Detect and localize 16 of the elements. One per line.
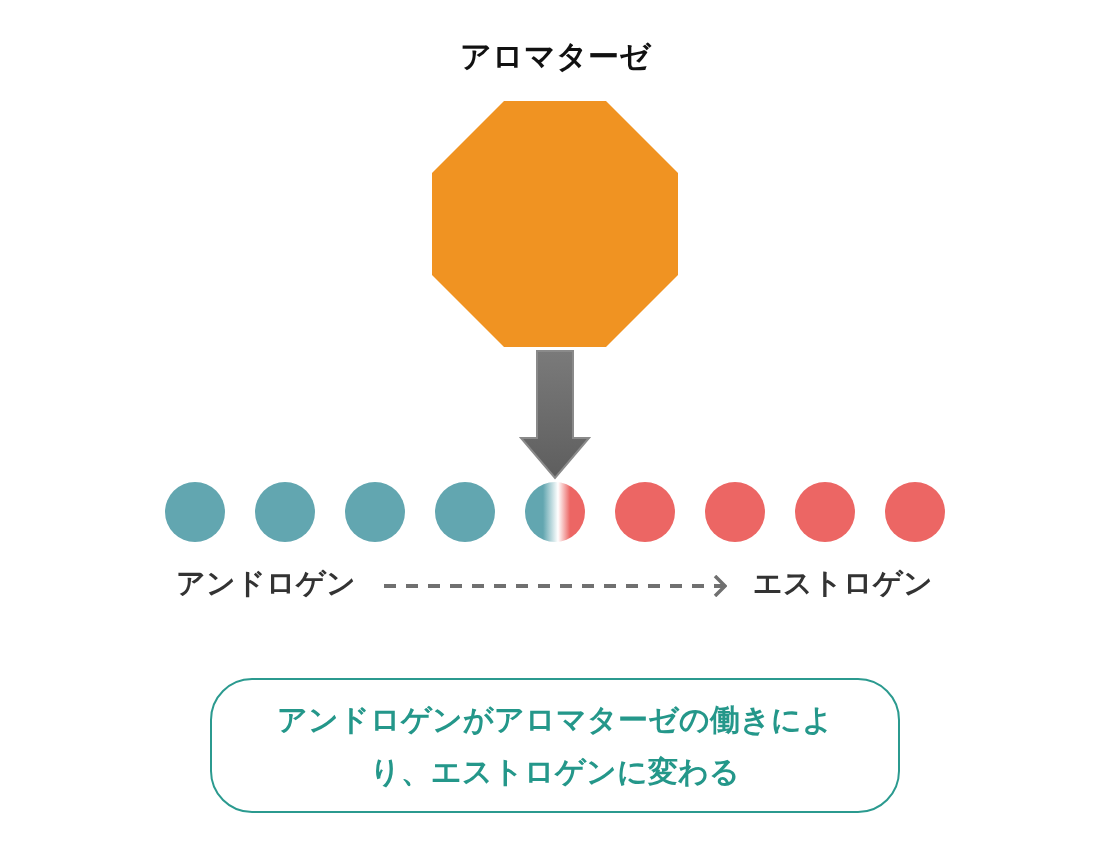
circle-shape xyxy=(435,482,495,542)
circle-shape xyxy=(255,482,315,542)
circle-shape xyxy=(705,482,765,542)
circle-shape xyxy=(345,482,405,542)
enzyme-label: アロマターゼ xyxy=(459,37,651,76)
block-arrow xyxy=(518,350,592,480)
dashed-arrow xyxy=(384,574,727,598)
summary-text: アンドロゲンがアロマターゼの働きにより、エストロゲンに変わる xyxy=(276,700,834,791)
hormone-label: アンドロゲン xyxy=(158,562,374,606)
hormone-label: エストロゲン xyxy=(735,562,951,606)
circle-shape xyxy=(165,482,225,542)
circle-shape xyxy=(885,482,945,542)
circle-shape xyxy=(795,482,855,542)
summary-panel xyxy=(210,678,900,813)
circle-shape xyxy=(525,482,585,542)
circle-shape xyxy=(615,482,675,542)
